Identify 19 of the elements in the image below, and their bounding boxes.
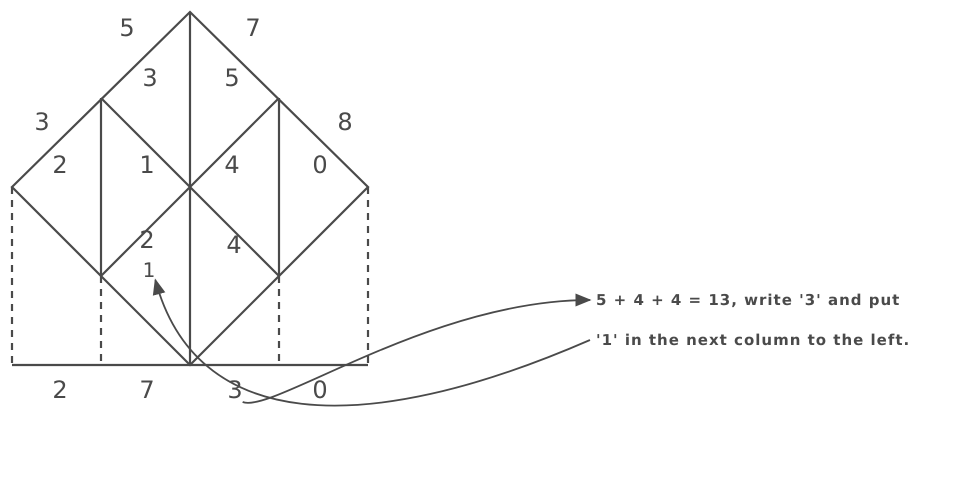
curved-arrow: [242, 294, 592, 404]
digit-label: 5: [224, 66, 240, 90]
annotation-text: '1' in the next column to the left.: [596, 331, 910, 349]
digit-label: 8: [337, 110, 353, 134]
digit-label: 3: [34, 110, 50, 134]
curved-arrow: [154, 278, 590, 406]
digit-label: 4: [226, 233, 242, 257]
digit-label: 2: [52, 153, 68, 177]
carry-digit: 1: [142, 260, 156, 280]
annotation-text: 5 + 4 + 4 = 13, write '3' and put: [596, 291, 900, 309]
digit-label: 5: [119, 16, 135, 40]
digit-label: 7: [245, 16, 261, 40]
digit-label: 4: [224, 153, 240, 177]
digit-label: 3: [142, 66, 158, 90]
digit-label: 0: [312, 153, 328, 177]
digit-label: 7: [139, 378, 155, 402]
digit-label: 2: [52, 378, 68, 402]
digit-label: 1: [139, 153, 155, 177]
digit-label: 0: [312, 378, 328, 402]
